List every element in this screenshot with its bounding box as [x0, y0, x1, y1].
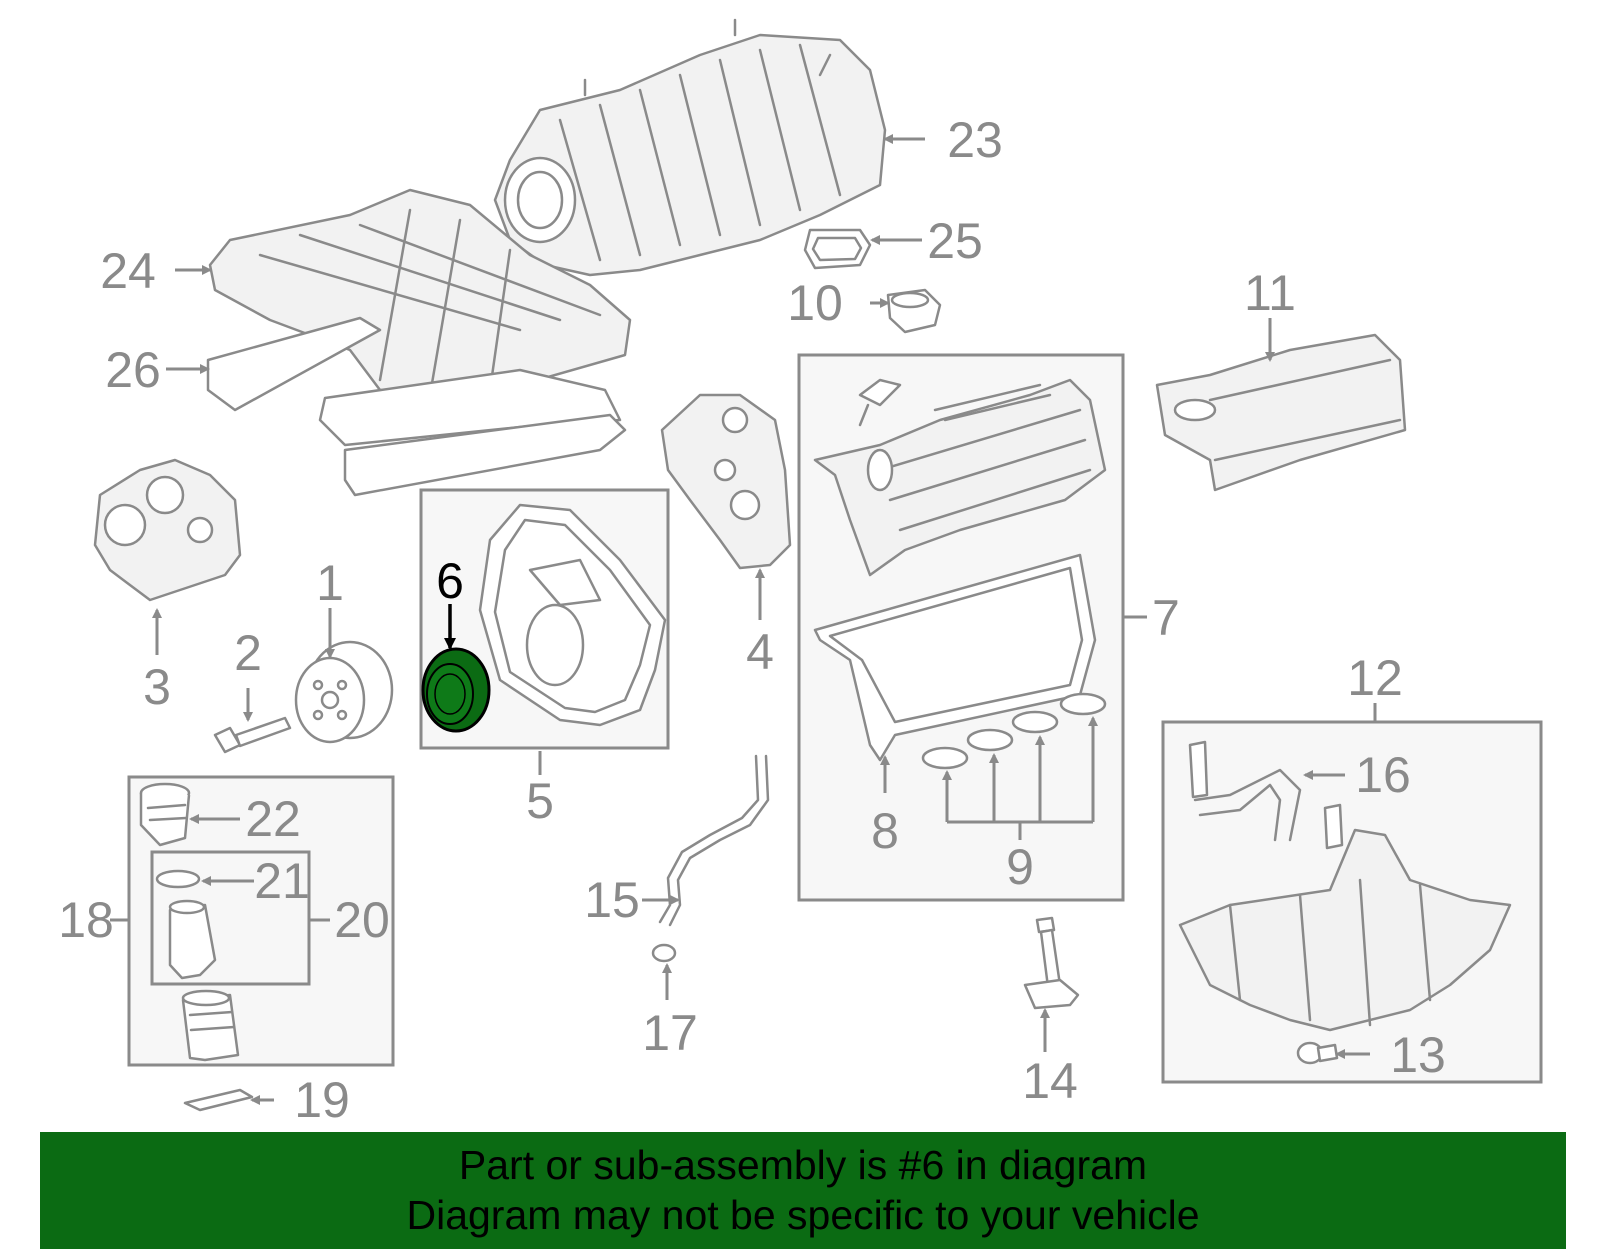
- callout-12: 12: [1347, 650, 1403, 706]
- shield-part-11: [1155, 333, 1407, 492]
- gasket-part-26: [206, 316, 627, 497]
- callout-22: 22: [245, 791, 301, 847]
- housing-part-4: [660, 393, 792, 570]
- callout-24: 24: [100, 243, 156, 299]
- banner-line-disclaimer: Diagram may not be specific to your vehi…: [406, 1192, 1200, 1238]
- callout-11: 11: [1244, 265, 1296, 321]
- callout-4: 4: [746, 624, 774, 680]
- tube-part-16: [1188, 740, 1344, 850]
- callout-25: 25: [927, 213, 983, 269]
- callout-17: 17: [642, 1005, 698, 1061]
- seal-part-6: [421, 647, 491, 733]
- banner-line-part: Part or sub-assembly is #6 in diagram: [458, 1142, 1148, 1188]
- valve-cover-part-7: [813, 378, 1107, 577]
- pulley-part-1: [294, 640, 394, 744]
- intake-manifold-part: [493, 18, 887, 277]
- callout-23: 23: [947, 112, 1003, 168]
- callout-26: 26: [105, 342, 161, 398]
- filter-cap-part-22: [139, 782, 191, 847]
- bolt-part-2: [213, 716, 292, 754]
- callout-7: 7: [1152, 590, 1180, 646]
- drain-plug-part-13: [1296, 1041, 1339, 1065]
- bracket-part-3: [93, 458, 242, 602]
- callout-13: 13: [1390, 1027, 1446, 1083]
- callout-labels: 1 2 3 4 5 6 7 8 9 10 11 12 13 14 15 16 1…: [58, 112, 1446, 1128]
- gasket-part-19: [183, 1088, 254, 1112]
- callout-8: 8: [871, 803, 899, 859]
- callout-20: 20: [334, 892, 390, 948]
- callout-5: 5: [526, 773, 554, 829]
- callout-3: 3: [143, 659, 171, 715]
- o-ring-part-17: [651, 943, 677, 963]
- callout-1: 1: [316, 555, 344, 611]
- info-banner: Part or sub-assembly is #6 in diagram Di…: [40, 1132, 1566, 1249]
- filter-element-part-20: [168, 899, 217, 980]
- filter-housing-part-18: [181, 989, 240, 1062]
- sensor-part-14: [1023, 916, 1080, 1010]
- callout-6: 6: [436, 553, 464, 609]
- cap-part-10: [886, 288, 942, 334]
- valve-cover-gasket-part-8: [813, 553, 1097, 762]
- o-ring-part-21: [155, 869, 201, 889]
- callout-10: 10: [787, 275, 843, 331]
- callout-2: 2: [234, 625, 262, 681]
- callout-21: 21: [254, 853, 310, 909]
- leader-lines: [110, 134, 1377, 1105]
- callout-19: 19: [294, 1072, 350, 1128]
- callout-15: 15: [584, 872, 640, 928]
- callout-14: 14: [1022, 1053, 1078, 1109]
- callout-16: 16: [1355, 747, 1411, 803]
- seal-set-part-9: [921, 692, 1107, 770]
- callout-9: 9: [1006, 839, 1034, 895]
- callout-18: 18: [58, 892, 114, 948]
- oil-pan-part-12: [1178, 828, 1512, 1032]
- timing-cover-part-5: [478, 503, 667, 727]
